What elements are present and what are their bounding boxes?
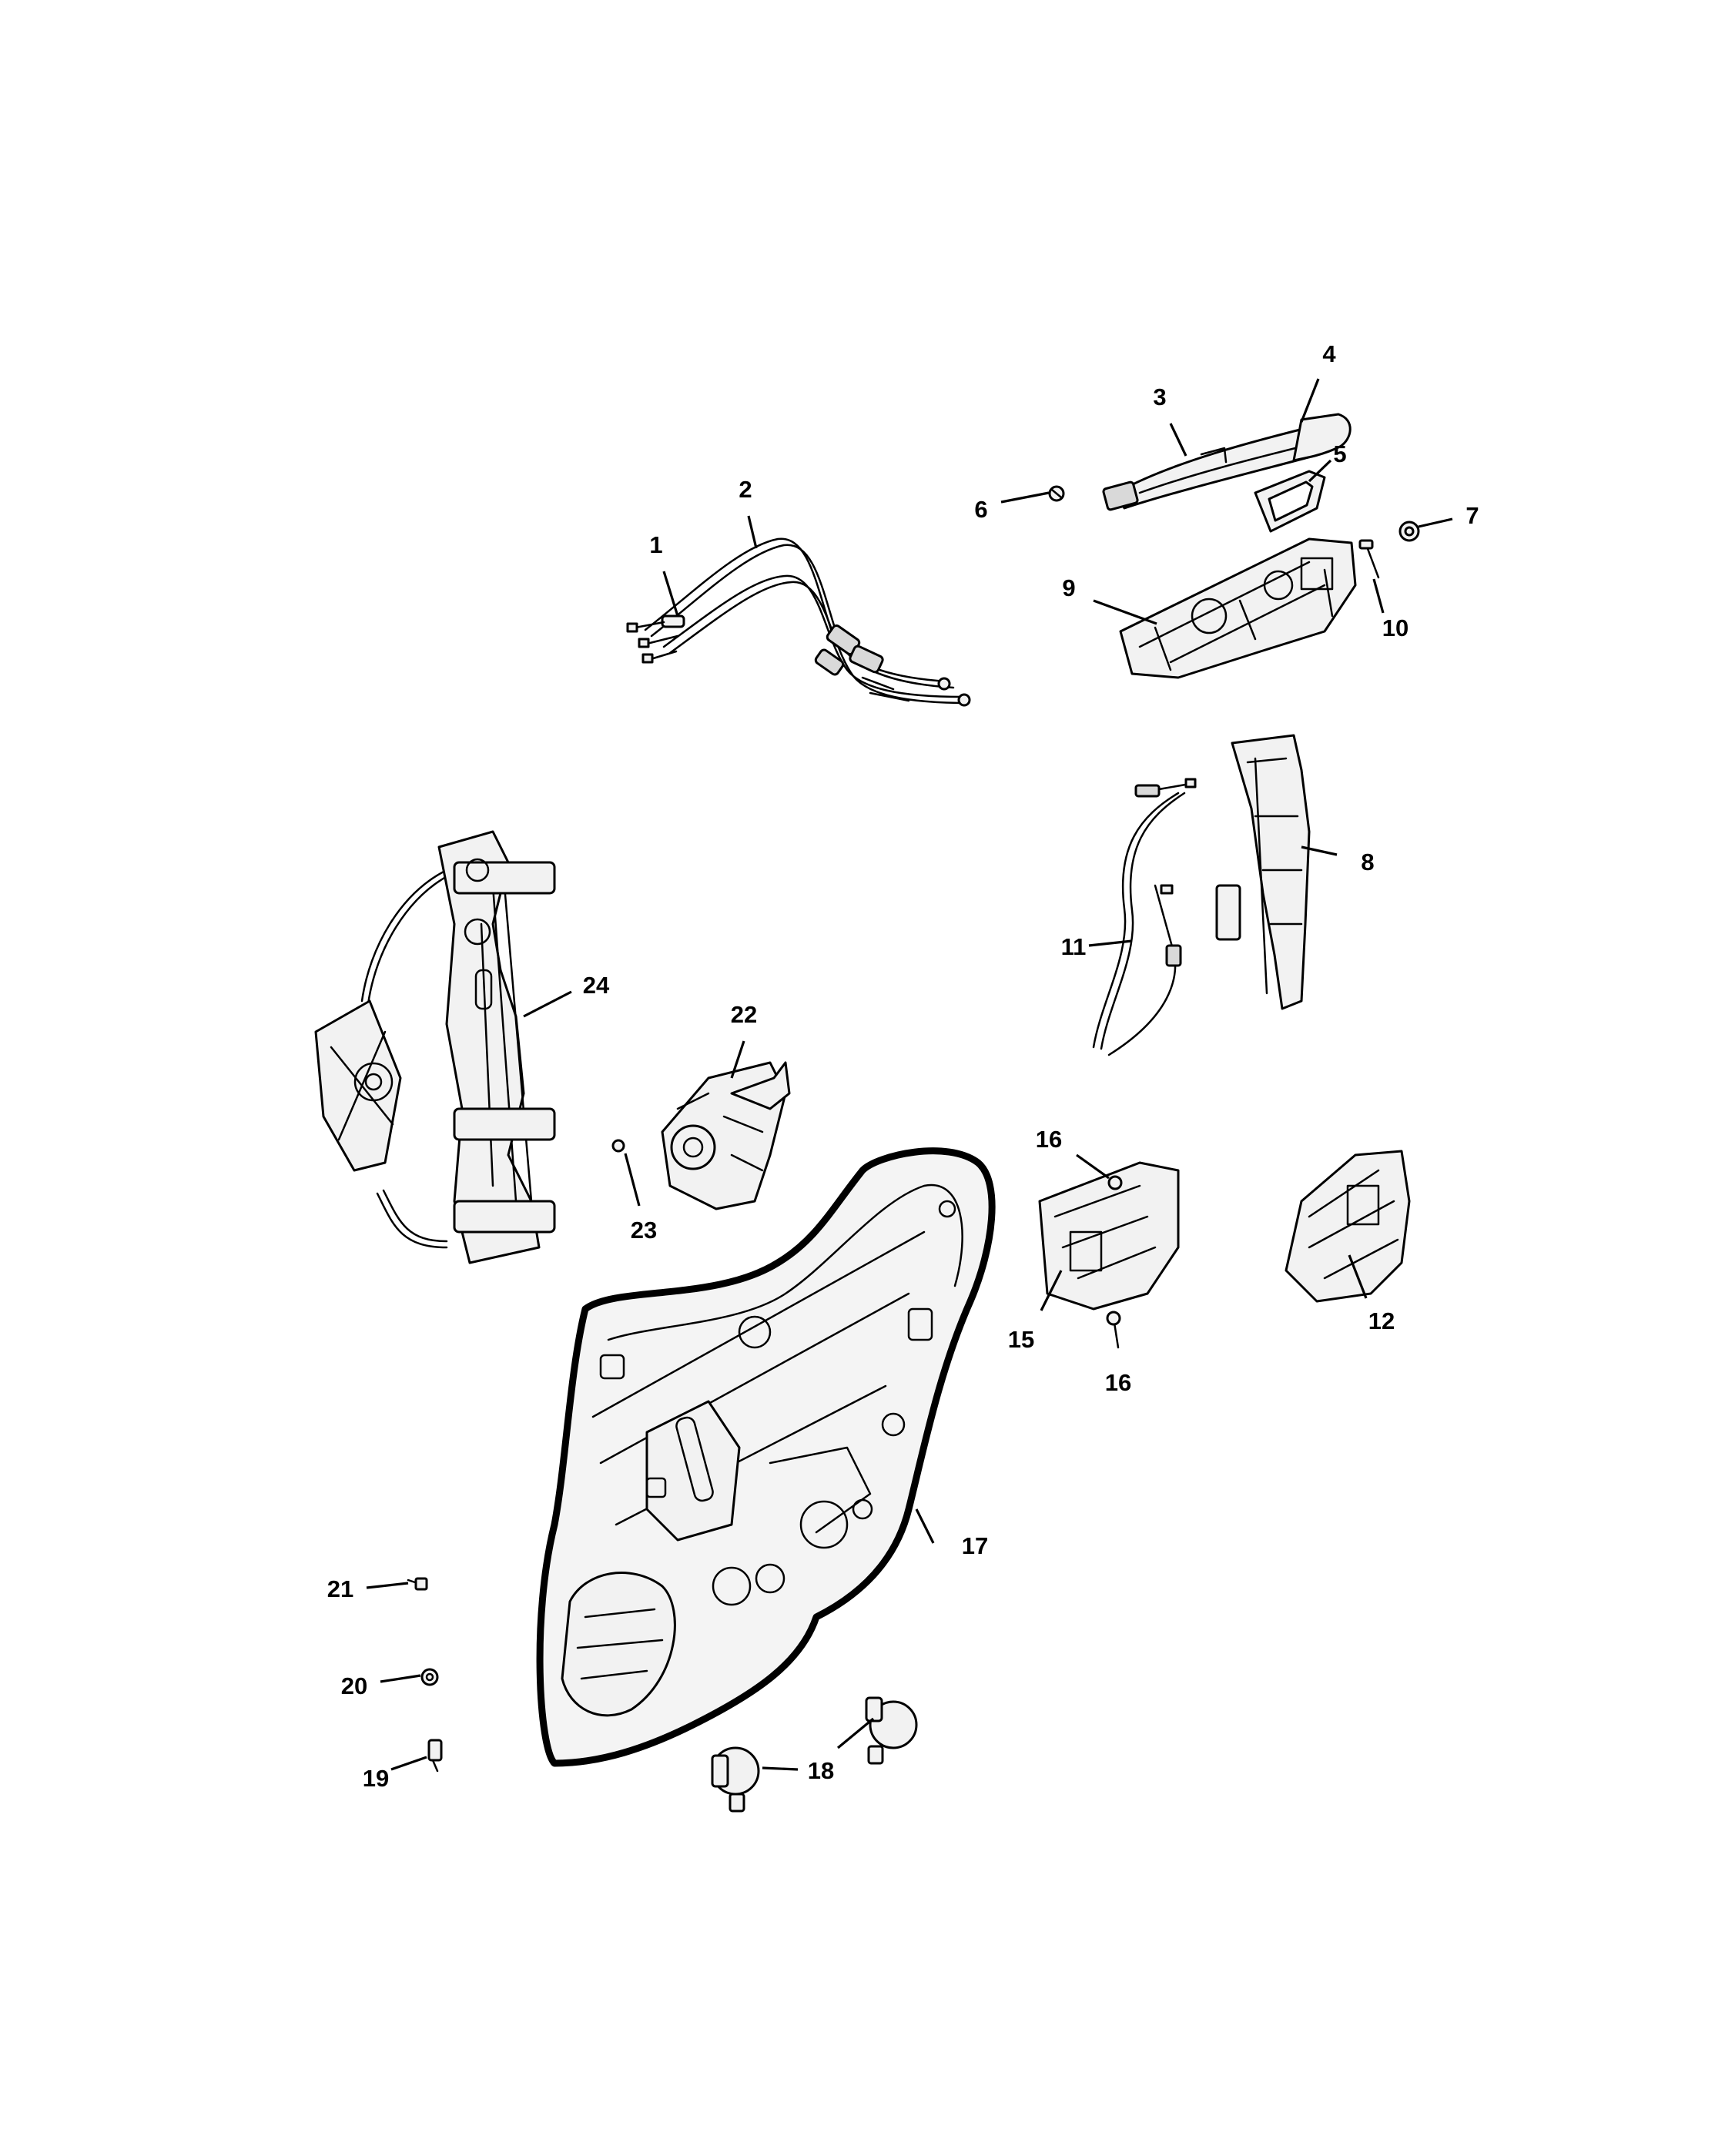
part-18-plug-right — [865, 1696, 918, 1765]
callout-19: 19 — [363, 1765, 389, 1792]
part-18-plug-left — [711, 1746, 760, 1813]
callout-24: 24 — [583, 972, 610, 999]
part-2-cable-assembly — [644, 537, 971, 707]
part-24-window-regulator — [314, 830, 556, 1264]
part-1-clip-pins — [626, 614, 685, 664]
callout-22: 22 — [731, 1001, 757, 1028]
callout-16-bottom: 16 — [1105, 1369, 1131, 1396]
callout-5: 5 — [1333, 440, 1346, 467]
callout-8: 8 — [1361, 849, 1374, 875]
part-17-door-module-panel — [536, 1147, 996, 1767]
callout-15: 15 — [1008, 1326, 1034, 1353]
part-7-nut — [1398, 521, 1420, 542]
callout-3: 3 — [1153, 383, 1166, 410]
callout-20: 20 — [341, 1672, 367, 1699]
callout-23: 23 — [631, 1217, 657, 1244]
callout-1: 1 — [649, 531, 662, 558]
callout-7: 7 — [1465, 502, 1479, 529]
callout-9: 9 — [1062, 574, 1075, 601]
callout-21: 21 — [327, 1575, 353, 1602]
part-16-screw-top — [1107, 1175, 1123, 1190]
part-3-exterior-handle — [1102, 426, 1311, 511]
part-6-screw — [1048, 485, 1065, 502]
part-9-handle-carrier — [1119, 537, 1357, 679]
part-4-handle-cap — [1292, 413, 1352, 462]
callout-2: 2 — [739, 476, 752, 503]
callout-6: 6 — [974, 496, 987, 523]
callout-16-top: 16 — [1036, 1126, 1062, 1153]
callout-11: 11 — [1061, 933, 1087, 960]
part-23-screw — [611, 1139, 625, 1153]
callout-18: 18 — [808, 1757, 834, 1784]
part-22-window-motor — [661, 1061, 791, 1210]
callout-10: 10 — [1382, 614, 1408, 641]
part-5-gasket — [1254, 470, 1326, 533]
part-19-clip — [427, 1739, 443, 1773]
part-20-nut — [420, 1668, 439, 1686]
part-21-bolt — [407, 1577, 428, 1591]
part-15-bracket — [1038, 1161, 1180, 1311]
callout-4: 4 — [1322, 340, 1336, 367]
leader-lines — [366, 378, 1453, 1771]
part-10-bolt — [1358, 539, 1380, 579]
part-12-door-latch — [1285, 1150, 1411, 1303]
part-16-screw-bottom — [1106, 1311, 1121, 1349]
part-11-cable — [1092, 778, 1197, 1056]
callout-12: 12 — [1368, 1307, 1395, 1334]
callout-labels: 1 2 3 4 5 6 7 8 9 10 11 12 15 16 16 17 1… — [327, 340, 1479, 1792]
part-8-channel — [1215, 734, 1311, 1010]
callout-17: 17 — [962, 1532, 988, 1559]
